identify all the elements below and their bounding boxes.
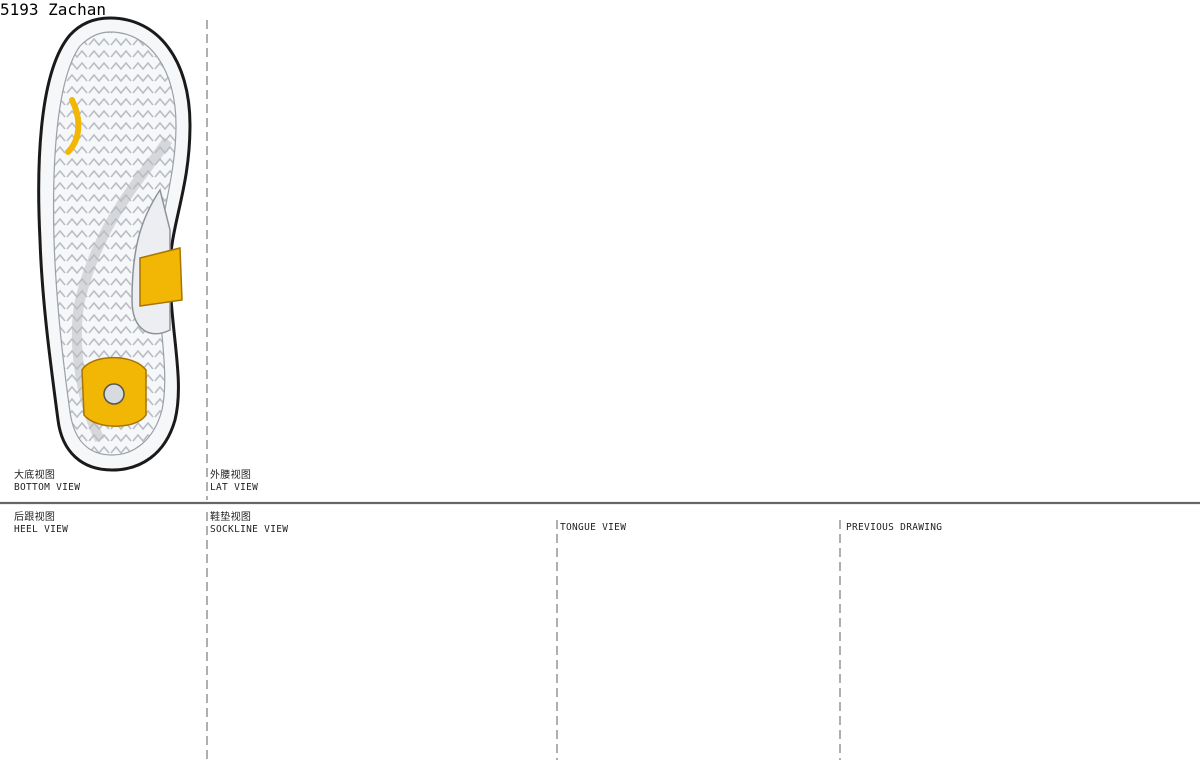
bottom-view-label-en: BOTTOM VIEW [14,482,81,493]
bottom-view-label-zh: 大底视图 [14,470,56,481]
bottom-view-label: 大底视图 BOTTOM VIEW [14,470,80,494]
sockliner-view-label-en: SOCKLINE VIEW [210,524,289,535]
heel-view-label-zh: 后跟视图 [14,512,56,523]
tongue-view-label: TONGUE VIEW [560,522,626,534]
sockliner-view-label: 鞋垫视图 SOCKLINE VIEW [210,512,288,536]
brand-swoosh-icon [65,97,82,155]
bottom-view-drawing [37,16,192,472]
sockliner-view-label-zh: 鞋垫视图 [210,512,252,523]
heel-view-label: 后跟视图 HEEL VIEW [14,512,68,536]
heel-view-label-en: HEEL VIEW [14,524,69,535]
lateral-view-label-zh: 外腰视图 [210,470,252,481]
previous-drawing-label: PREVIOUS DRAWING [846,522,942,534]
previous-drawing-label-en: PREVIOUS DRAWING [846,522,943,533]
lateral-view-label: 外腰视图 LAT VIEW [210,470,258,494]
layout-dividers [0,20,1200,760]
lateral-view-label-en: LAT VIEW [210,482,259,493]
lateral-heel-text: 5193 Zachan [0,0,106,19]
tongue-view-label-en: TONGUE VIEW [560,522,627,533]
